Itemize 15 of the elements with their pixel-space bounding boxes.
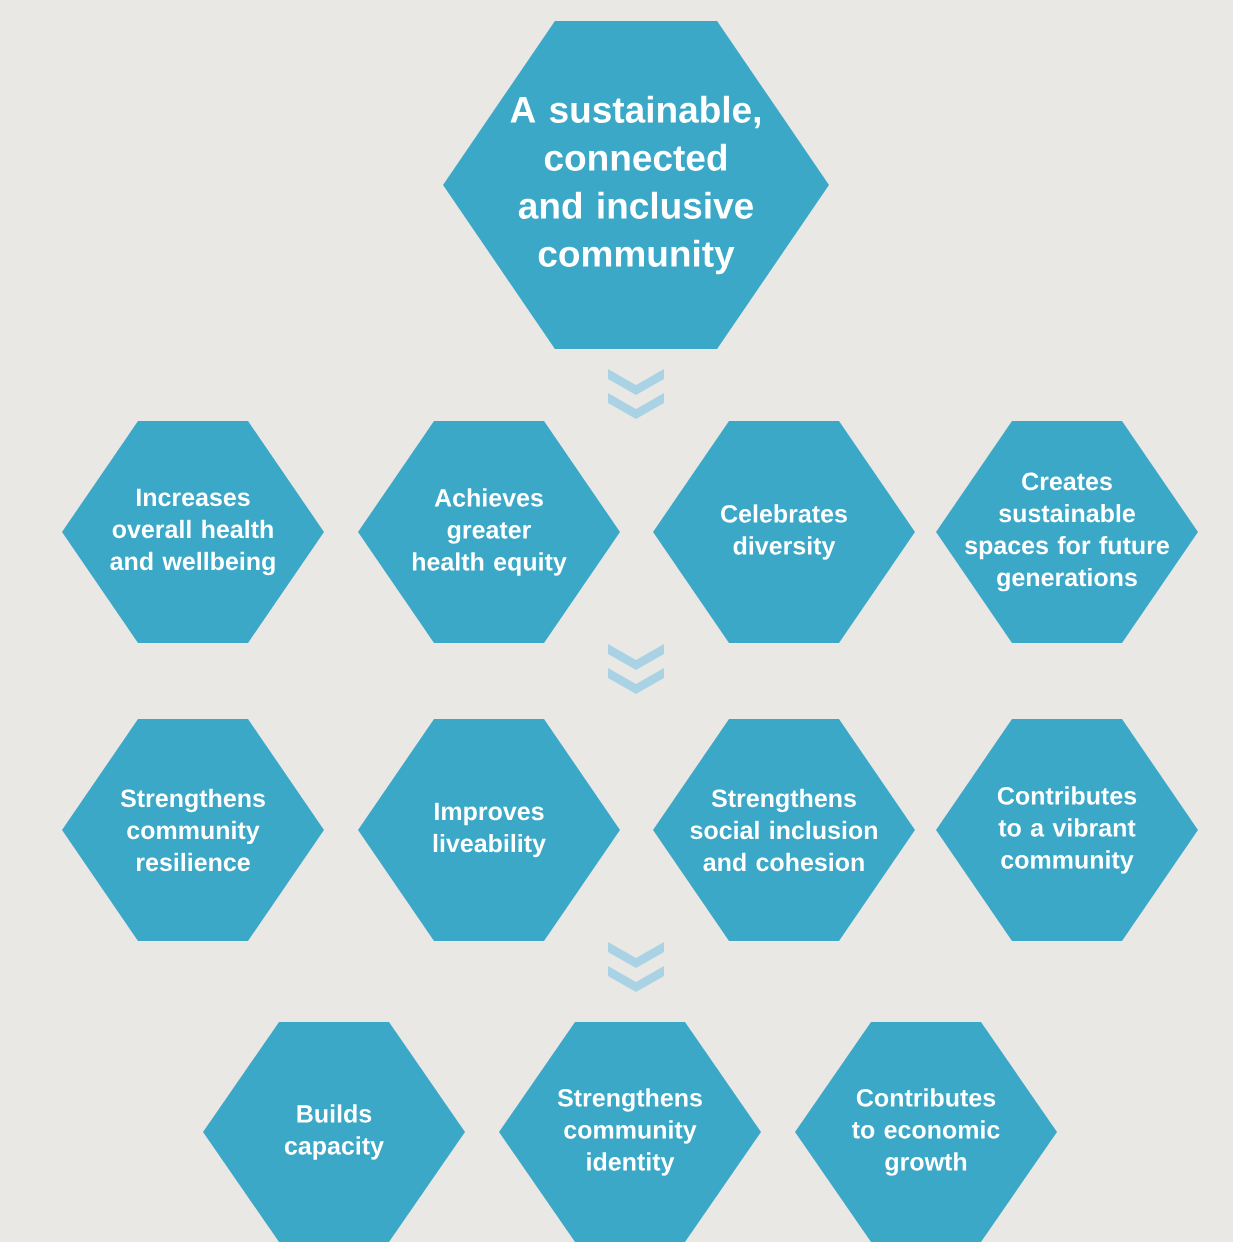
hexagon: Increases overall health and wellbeing — [62, 421, 324, 643]
double-chevron — [608, 644, 664, 694]
double-chevron — [608, 942, 664, 992]
hexagon: Contributes to economic growth — [795, 1022, 1057, 1242]
hexagon: Strengthens community identity — [499, 1022, 761, 1242]
hexagon: Creates sustainable spaces for future generations — [936, 421, 1198, 643]
hexagon: Contributes to a vibrant community — [936, 719, 1198, 941]
hexagon: Builds capacity — [203, 1022, 465, 1242]
hexagon: Strengthens community resilience — [62, 719, 324, 941]
hexagon: Celebrates diversity — [653, 421, 915, 643]
double-chevron — [608, 369, 664, 419]
hexagon: A sustainable, connected and inclusive community — [443, 21, 829, 349]
hexagon: Strengthens social inclusion and cohesion — [653, 719, 915, 941]
hexagon: Improves liveability — [358, 719, 620, 941]
hexagon: Achieves greater health equity — [358, 421, 620, 643]
